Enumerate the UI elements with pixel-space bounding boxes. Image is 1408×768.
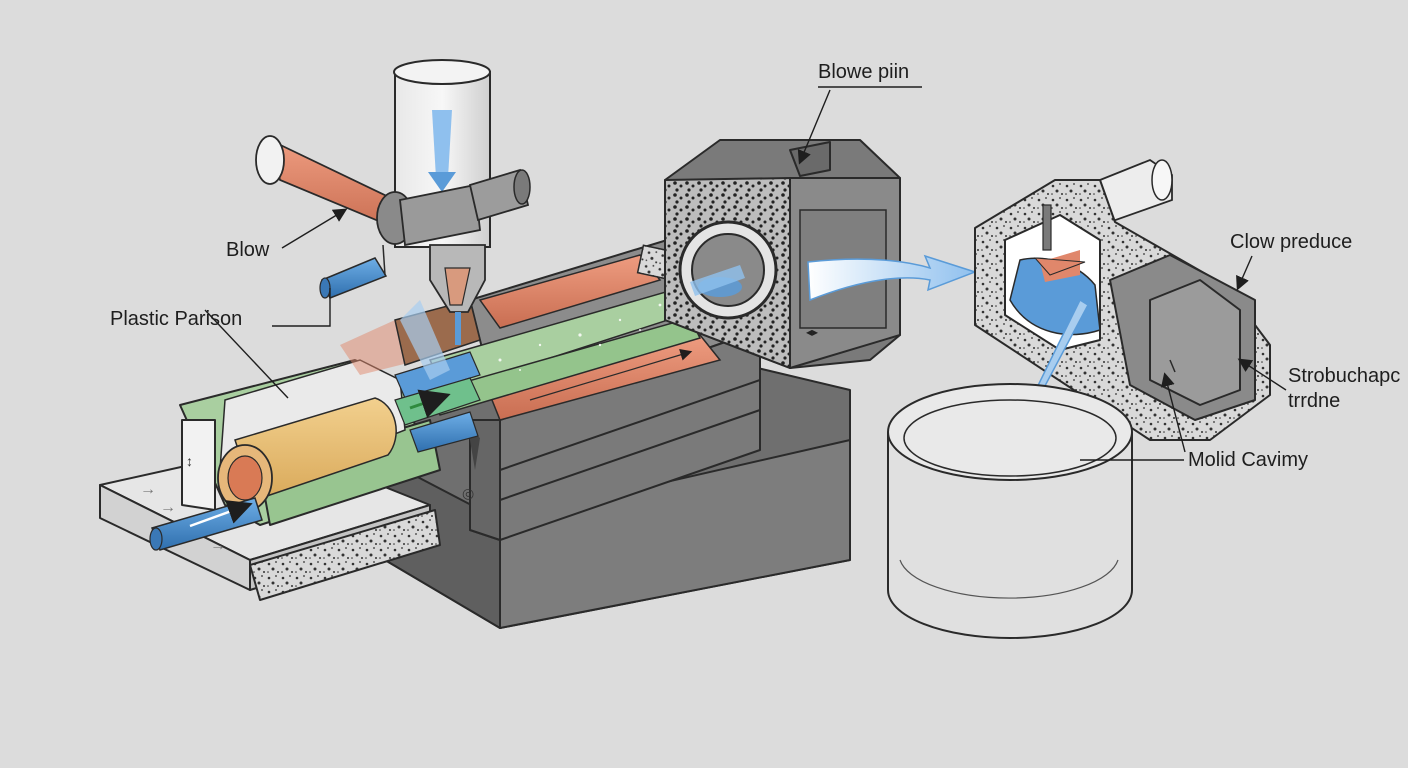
blow-nozzle-assembly bbox=[255, 59, 531, 380]
air-blast-arrow bbox=[807, 254, 978, 302]
svg-text:Strobuchapc: Strobuchapc bbox=[1288, 365, 1400, 387]
mold-housing: ◂▸ bbox=[664, 139, 978, 369]
label-blow: Blow bbox=[226, 208, 348, 261]
label-plastic-parison: Plastic Parison bbox=[110, 288, 331, 399]
blow-pipe-left bbox=[255, 135, 414, 245]
label-molid-cavimy: Molid Cavimy bbox=[1080, 372, 1308, 471]
svg-text:◎: ◎ bbox=[462, 485, 474, 501]
svg-text:Blowe piin: Blowe piin bbox=[818, 61, 909, 83]
molded-container bbox=[887, 383, 1133, 639]
label-blowe-pin: Blowe piin bbox=[797, 61, 922, 165]
label-clow-preduce: Clow preduce bbox=[1230, 231, 1352, 291]
svg-text:trrdne: trrdne bbox=[1288, 390, 1340, 412]
svg-text:→: → bbox=[140, 481, 156, 498]
svg-text:→: → bbox=[160, 499, 176, 516]
svg-text:Blow: Blow bbox=[226, 239, 270, 261]
svg-text:Plastic Parison: Plastic Parison bbox=[110, 308, 242, 330]
svg-text:◂▸: ◂▸ bbox=[806, 325, 818, 339]
air-inlet-pipe bbox=[149, 497, 263, 551]
parison-tube bbox=[428, 284, 707, 416]
svg-text:Clow preduce: Clow preduce bbox=[1230, 231, 1352, 253]
heated-rods bbox=[478, 254, 722, 421]
extruder-barrel: ↕ bbox=[179, 359, 441, 526]
blow-outlet-pipe bbox=[319, 244, 388, 299]
label-strobuchapc: Strobuchapc trrdne bbox=[1237, 358, 1400, 412]
svg-text:Molid Cavimy: Molid Cavimy bbox=[1188, 449, 1308, 471]
svg-text:↕: ↕ bbox=[186, 453, 193, 469]
svg-text:→: → bbox=[210, 537, 226, 554]
mold-cavity-section bbox=[974, 158, 1271, 442]
